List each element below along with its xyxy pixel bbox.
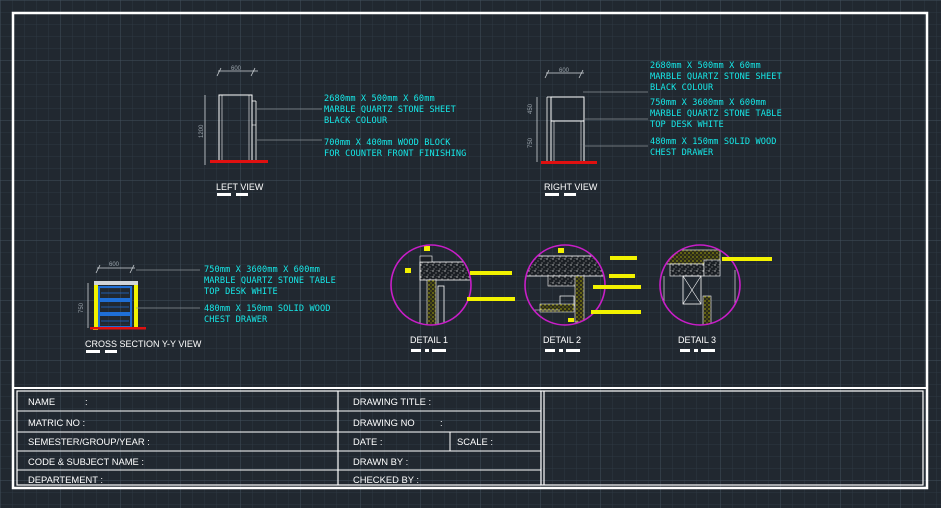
drawn-by-label: DRAWN BY : xyxy=(353,456,408,467)
right-view-note2-line3: TOP DESK WHITE xyxy=(650,120,724,130)
right-view-title: RIGHT VIEW xyxy=(544,182,598,192)
checked-by-label: CHECKED BY : xyxy=(353,474,419,485)
detail-1-drawing xyxy=(390,244,515,352)
left-view-drawing: 600 1200 xyxy=(199,66,322,196)
detail-1-title: DETAIL 1 xyxy=(410,335,448,345)
right-view-dim-lower: 750 xyxy=(528,137,534,148)
left-view-note2-line2: FOR COUNTER FRONT FINISHING xyxy=(324,149,466,159)
right-view-dim-width: 600 xyxy=(559,68,570,74)
cross-section-ground-line xyxy=(90,327,146,330)
detail-2-drawing xyxy=(524,244,641,352)
right-view-dim-upper: 450 xyxy=(528,103,534,114)
right-view-note3-line2: CHEST DRAWER xyxy=(650,148,714,158)
cross-section-dim-width: 600 xyxy=(109,262,120,268)
matric-label: MATRIC NO : xyxy=(28,417,85,428)
date-label: DATE : xyxy=(353,436,383,447)
left-view-dim-height: 1200 xyxy=(199,124,205,138)
sheet-border xyxy=(11,11,929,490)
detail-3-drawing xyxy=(659,244,772,352)
drawing-no-colon: : xyxy=(440,417,443,428)
cross-section-note1-line3: TOP DESK WHITE xyxy=(204,287,278,297)
title-block xyxy=(13,387,927,486)
cross-section-title: CROSS SECTION Y-Y VIEW xyxy=(85,339,202,349)
left-view-note1-line2: MARBLE QUARTZ STONE SHEET xyxy=(324,105,456,115)
left-view-ground-line xyxy=(210,160,268,163)
left-view-dim-width: 600 xyxy=(231,66,242,72)
right-view-note3-line1: 480mm X 150mm SOLID WOOD xyxy=(650,137,777,147)
left-view-title: LEFT VIEW xyxy=(216,182,264,192)
right-view-note1-line1: 2680mm X 500mm X 60mm xyxy=(650,61,761,71)
right-view-note2-line2: MARBLE QUARTZ STONE TABLE xyxy=(650,109,782,119)
detail-1-circle xyxy=(390,244,472,326)
left-view-note1-line3: BLACK COLOUR xyxy=(324,116,388,126)
right-view-ground-line xyxy=(541,161,597,164)
cross-section-note2-line2: CHEST DRAWER xyxy=(204,315,268,325)
cross-section-note1-line2: MARBLE QUARTZ STONE TABLE xyxy=(204,276,336,286)
semester-label: SEMESTER/GROUP/YEAR : xyxy=(28,436,150,447)
code-subject-label: CODE & SUBJECT NAME : xyxy=(28,456,144,467)
cross-section-note1-line1: 750mm X 3600mm X 600mm xyxy=(204,265,320,275)
detail-3-title: DETAIL 3 xyxy=(678,335,716,345)
name-colon: : xyxy=(85,396,88,407)
name-label: NAME xyxy=(28,396,55,407)
cross-section-note2-line1: 480mm X 150mm SOLID WOOD xyxy=(204,304,331,314)
scale-label: SCALE : xyxy=(457,436,493,447)
detail-3-circle xyxy=(659,244,741,326)
cross-section-dim-height: 750 xyxy=(79,302,85,313)
right-view-note1-line2: MARBLE QUARTZ STONE SHEET xyxy=(650,72,782,82)
drawing-title-label: DRAWING TITLE : xyxy=(353,396,431,407)
right-view-note2-line1: 750mm X 3600mm X 600mm xyxy=(650,98,766,108)
right-view-drawing: 600 450 750 xyxy=(528,68,648,196)
left-view-note2-line1: 700mm X 400mm WOOD BLOCK xyxy=(324,138,451,148)
department-label: DEPARTEMENT : xyxy=(28,474,103,485)
drawing-no-label: DRAWING NO xyxy=(353,417,415,428)
detail-2-title: DETAIL 2 xyxy=(543,335,581,345)
left-view-note1-line1: 2680mm X 500mm X 60mm xyxy=(324,94,435,104)
right-view-note1-line3: BLACK COLOUR xyxy=(650,83,714,93)
cross-section-drawing: 600 750 xyxy=(79,262,200,353)
